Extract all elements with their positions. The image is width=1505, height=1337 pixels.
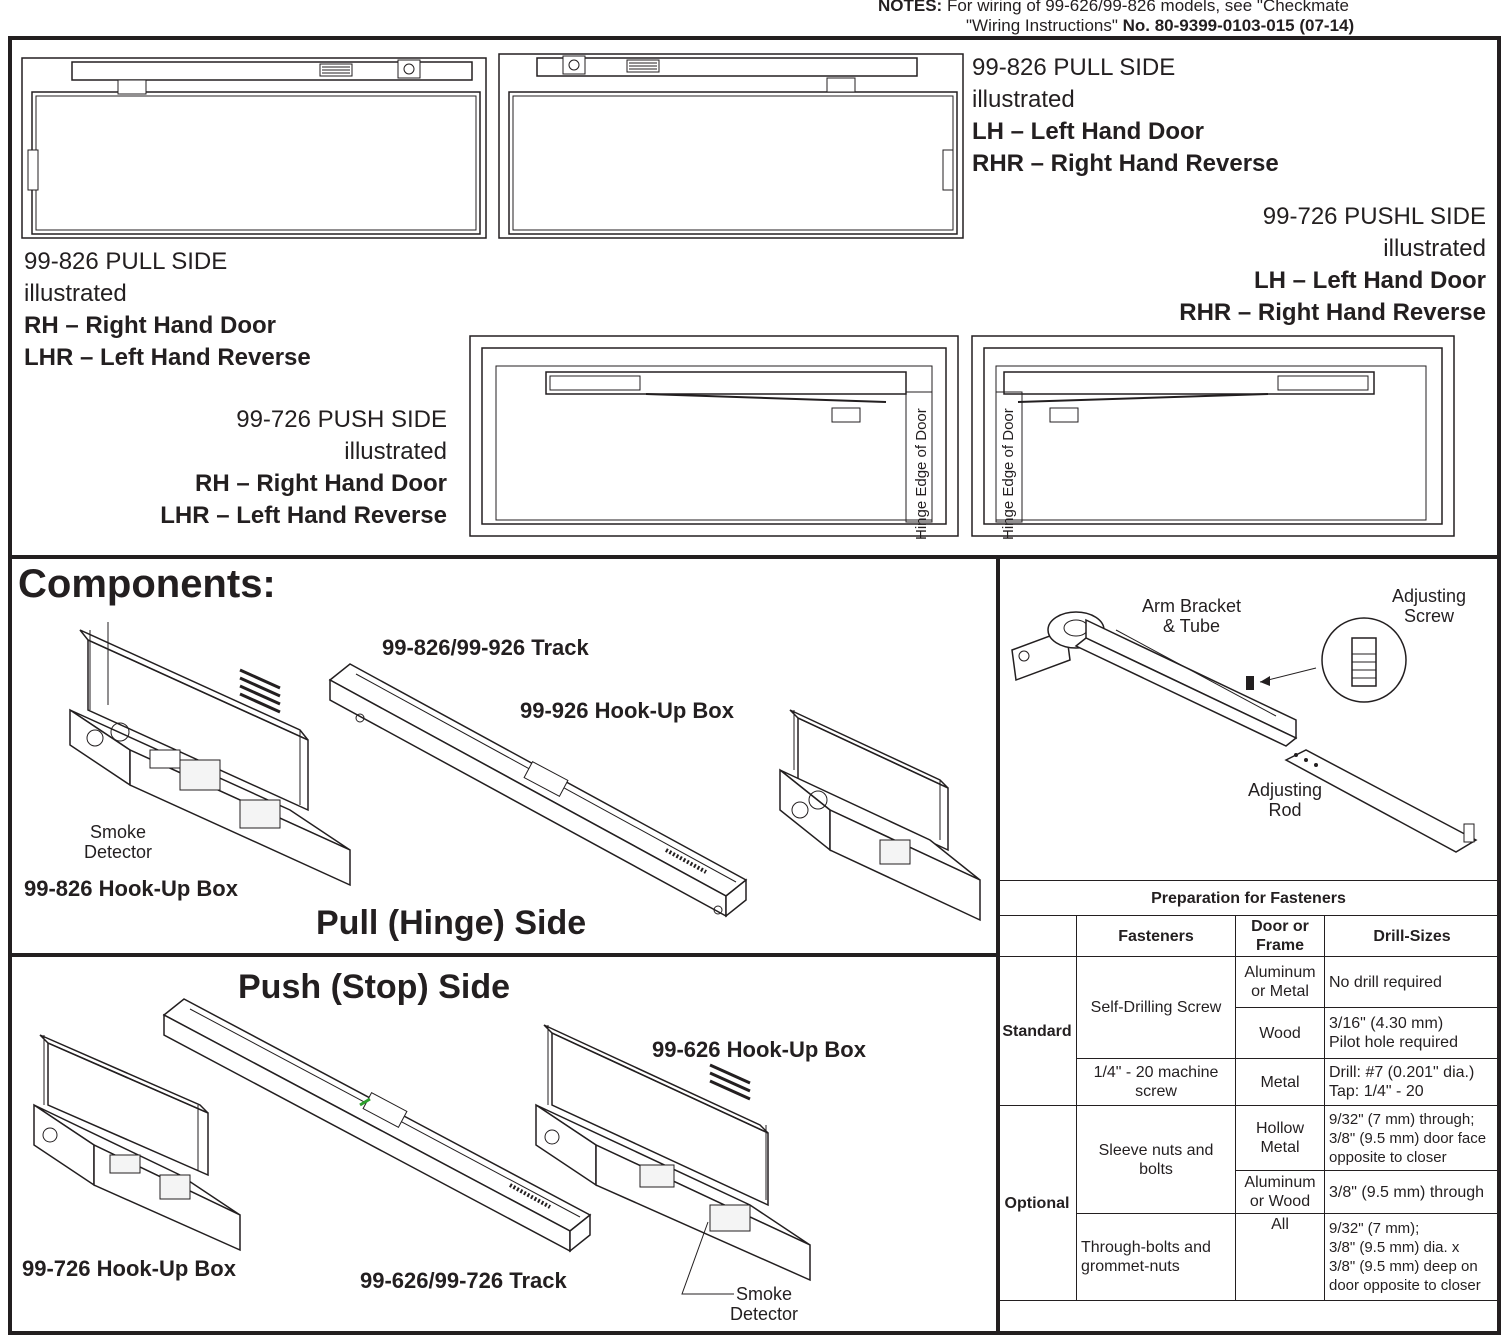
notes-line1: For wiring of 99-626/99-826 models, see … xyxy=(946,0,1349,15)
all-drill-line1: 9/32" (7 mm); xyxy=(1329,1220,1420,1237)
hinge-edge-label-left-door: Hinge Edge of Door xyxy=(1000,408,1017,540)
caption-push-lh-model: 99-726 PUSHL SIDE xyxy=(1262,203,1486,230)
fasteners-header-blank xyxy=(998,915,1077,957)
caption-pull-lh-model: 99-826 PULL SIDE xyxy=(972,54,1176,81)
pull-side-title: Pull (Hinge) Side xyxy=(316,904,587,942)
fasteners-table-title: Preparation for Fasteners xyxy=(998,880,1499,916)
wood: Wood xyxy=(1235,1007,1325,1059)
smoke-label-push: Smoke xyxy=(736,1284,793,1304)
detector-label-push: Detector xyxy=(730,1304,799,1324)
alu-metal: Aluminum or Metal xyxy=(1235,956,1325,1008)
arm-bracket-illustration xyxy=(1011,611,1478,853)
hollow-drill-line2: 3/8" (9.5 mm) door face xyxy=(1329,1129,1487,1147)
all-drill-line3: 3/8" (9.5 mm) deep on xyxy=(1329,1258,1478,1275)
hollow-drill: 9/32" (7 mm) through;3/8" (9.5 mm) door … xyxy=(1324,1105,1499,1171)
standard-label: Standard xyxy=(998,956,1077,1106)
track-pull-illustration xyxy=(328,663,748,918)
caption-push-rh: 99-726 PUSH SIDE illustrated RH – Right … xyxy=(160,404,447,532)
all-drill: 9/32" (7 mm); 3/8" (9.5 mm) dia. x 3/8" (9… xyxy=(1324,1213,1499,1301)
caption-push-rh-hand1: RH – Right Hand Door xyxy=(195,470,447,497)
hollow-metal: Hollow Metal xyxy=(1235,1105,1325,1171)
wood-drill-line2: Pilot hole required xyxy=(1329,1034,1458,1051)
hookup-box-926-illustration xyxy=(779,709,981,922)
adjusting-screw-label-line2: Screw xyxy=(1404,606,1455,626)
arm-bracket-label: Arm Bracket & Tube xyxy=(1142,596,1241,636)
caption-push-lh-illustrated: illustrated xyxy=(1383,235,1486,262)
notes-line2-text: "Wiring Instructions" xyxy=(966,16,1123,35)
hookup-626-label: 99-626 Hook-Up Box xyxy=(652,1037,866,1062)
caption-pull-lh-hand1: LH – Left Hand Door xyxy=(972,118,1204,145)
caption-push-rh-illustrated: illustrated xyxy=(344,438,447,465)
wood-drill: 3/16" (4.30 mm) Pilot hole required xyxy=(1324,1007,1499,1059)
arm-bracket-label-line1: Arm Bracket xyxy=(1142,596,1242,616)
machine-screw: 1/4" - 20 machine screw xyxy=(1076,1058,1236,1106)
detector-label-pull: Detector xyxy=(84,842,153,862)
machine-drill-line2: Tap: 1/4" - 20 xyxy=(1329,1083,1424,1100)
door-push-right-illustration xyxy=(469,335,959,537)
caption-pull-lh: 99-826 PULL SIDE illustrated LH – Left H… xyxy=(972,52,1279,180)
arm-bracket-label-line2: & Tube xyxy=(1162,616,1221,636)
all-drill-line2: 3/8" (9.5 mm) dia. x xyxy=(1329,1239,1460,1256)
track-push-label: 99-626/99-726 Track xyxy=(360,1268,567,1293)
adjusting-rod-label: Adjusting Rod xyxy=(1248,780,1322,820)
caption-push-lh-hand2: RHR – Right Hand Reverse xyxy=(1179,299,1486,326)
machine-drill: Drill: #7 (0.201" dia.) Tap: 1/4" - 20 xyxy=(1324,1058,1499,1106)
caption-pull-lh-illustrated: illustrated xyxy=(972,86,1075,113)
door-pull-left-illustration xyxy=(21,57,487,239)
hookup-826-label: 99-826 Hook-Up Box xyxy=(24,876,238,901)
hookup-box-726-illustration xyxy=(33,1034,241,1252)
notes-header: NOTES: For wiring of 99-626/99-826 model… xyxy=(878,0,1465,36)
push-side-title: Push (Stop) Side xyxy=(238,968,510,1006)
adjusting-rod-label-line1: Adjusting xyxy=(1248,780,1323,800)
smoke-label-pull: Smoke xyxy=(90,822,147,842)
machine-drill-line1: Drill: #7 (0.201" dia.) xyxy=(1329,1064,1475,1081)
caption-pull-rh-model: 99-826 PULL SIDE xyxy=(24,248,228,275)
smoke-detector-label-push: Smoke Detector xyxy=(730,1284,798,1324)
alu-wood-drill: 3/8" (9.5 mm) through xyxy=(1324,1170,1499,1214)
notes-line2: "Wiring Instructions" No. 80-9399-0103-0… xyxy=(878,16,1354,35)
track-pull-label: 99-826/99-926 Track xyxy=(382,635,589,660)
caption-pull-rh-hand1: RH – Right Hand Door xyxy=(24,312,276,339)
hollow-drill-line1: 9/32" (7 mm) through; xyxy=(1329,1110,1475,1128)
caption-pull-rh: 99-826 PULL SIDE illustrated RH – Right … xyxy=(24,246,311,374)
through-bolts: Through-bolts and grommet-nuts xyxy=(1076,1213,1236,1301)
hookup-box-626-illustration xyxy=(535,1024,811,1282)
hookup-926-label: 99-926 Hook-Up Box xyxy=(520,698,734,723)
fasteners-header-fasteners: Fasteners xyxy=(1076,915,1236,957)
sleeve-nuts: Sleeve nuts and bolts xyxy=(1076,1105,1236,1214)
adjusting-rod-label-line2: Rod xyxy=(1268,800,1302,820)
fasteners-table: Preparation for Fasteners Fasteners Door… xyxy=(998,880,1499,1301)
smoke-detector-label-pull: Smoke Detector xyxy=(84,822,152,862)
all-drill-line4: door opposite to closer xyxy=(1329,1277,1481,1294)
notes-label: NOTES: xyxy=(878,0,943,15)
adjusting-screw-label: Adjusting Screw xyxy=(1392,586,1466,626)
alu-wood: Aluminum or Wood xyxy=(1235,1170,1325,1214)
hookup-box-826-illustration xyxy=(69,622,351,887)
all: All xyxy=(1235,1213,1325,1301)
notes-doc-number: No. 80-9399-0103-015 (07-14) xyxy=(1122,16,1355,35)
wood-drill-line1: 3/16" (4.30 mm) xyxy=(1329,1015,1444,1032)
door-pull-right-illustration xyxy=(498,53,964,239)
caption-push-rh-model: 99-726 PUSH SIDE xyxy=(236,406,447,433)
self-drilling-screw: Self-Drilling Screw xyxy=(1076,956,1236,1059)
no-drill: No drill required xyxy=(1324,956,1499,1008)
caption-push-lh: 99-726 PUSHL SIDE illustrated LH – Left … xyxy=(1179,201,1486,329)
fasteners-header-door: Door or Frame xyxy=(1235,915,1325,957)
caption-pull-lh-hand2: RHR – Right Hand Reverse xyxy=(972,150,1279,177)
components-title: Components: xyxy=(18,562,276,606)
optional-label: Optional xyxy=(998,1105,1077,1301)
hinge-edge-label-right-door: Hinge Edge of Door xyxy=(913,408,930,540)
track-push-illustration xyxy=(162,998,592,1253)
caption-push-rh-hand2: LHR – Left Hand Reverse xyxy=(160,502,447,529)
adjusting-screw-label-line1: Adjusting xyxy=(1392,586,1467,606)
caption-pull-rh-illustrated: illustrated xyxy=(24,280,127,307)
caption-pull-rh-hand2: LHR – Left Hand Reverse xyxy=(24,344,311,371)
smoke-detector-leader-line xyxy=(681,1221,734,1295)
metal: Metal xyxy=(1235,1058,1325,1106)
hookup-726-label: 99-726 Hook-Up Box xyxy=(22,1256,236,1281)
fasteners-header-drill: Drill-Sizes xyxy=(1324,915,1499,957)
door-push-left-illustration xyxy=(971,335,1455,537)
hollow-drill-line3: opposite to closer xyxy=(1329,1148,1447,1166)
caption-push-lh-hand1: LH – Left Hand Door xyxy=(1254,267,1486,294)
